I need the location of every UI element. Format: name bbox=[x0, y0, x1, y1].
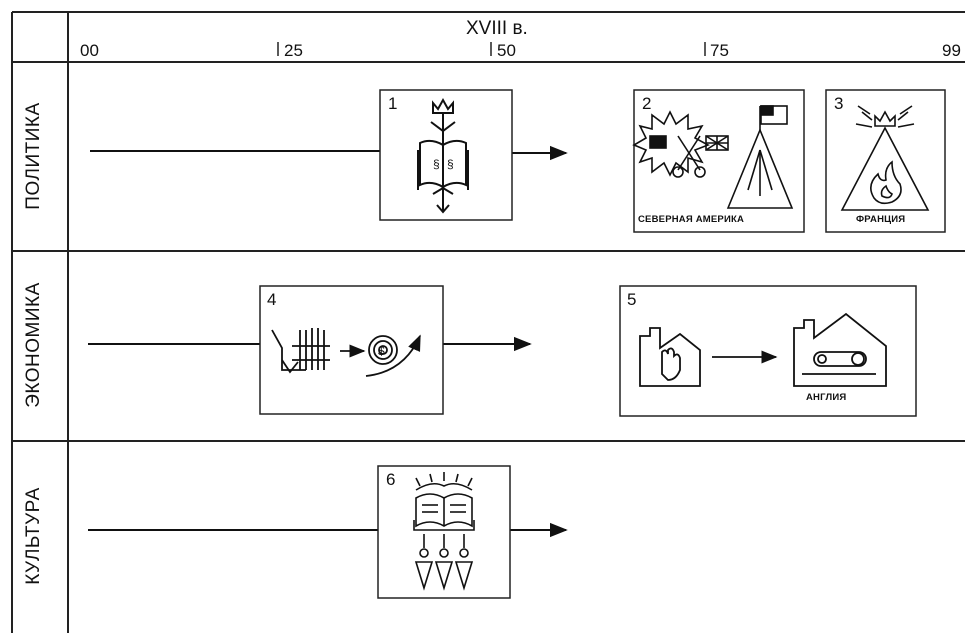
row-label-economy: ЭКОНОМИКА bbox=[23, 282, 44, 408]
box-4-number: 4 bbox=[267, 290, 277, 309]
box-6 bbox=[377, 465, 511, 599]
box-3-caption: ФРАНЦИЯ bbox=[856, 214, 906, 225]
box-6-number: 6 bbox=[386, 470, 396, 489]
timeline-arrows bbox=[88, 145, 568, 538]
box-4 bbox=[259, 285, 444, 415]
manual-workshop-to-factory-icon bbox=[639, 312, 887, 387]
grid-lines bbox=[11, 11, 965, 633]
row-label-politics: ПОЛИТИКА bbox=[23, 102, 44, 210]
tick-label-99: 99 bbox=[942, 41, 961, 60]
box-5-caption: АНГЛИЯ bbox=[806, 392, 847, 403]
crown-over-book-icon: § § bbox=[417, 97, 469, 214]
burning-crown-revolution-icon bbox=[840, 105, 930, 211]
plow-to-spiral-growth-icon: $ bbox=[271, 328, 421, 377]
tick-label-75: 75 bbox=[710, 41, 729, 60]
open-book-enlightenment-icon bbox=[413, 472, 475, 591]
box-1-number: 1 bbox=[388, 94, 398, 113]
tick-label-00: 00 bbox=[80, 41, 99, 60]
century-label: XVIII в. bbox=[466, 18, 528, 39]
svg-text:$: $ bbox=[378, 344, 385, 358]
box-3-number: 3 bbox=[834, 94, 844, 113]
war-and-flag-mountain-icon bbox=[632, 105, 794, 209]
box-2-number: 2 bbox=[642, 94, 652, 113]
event-boxes bbox=[259, 89, 946, 599]
box-2-caption: СЕВЕРНАЯ АМЕРИКА bbox=[638, 214, 745, 225]
tick-label-25: 25 bbox=[284, 41, 303, 60]
row-label-culture: КУЛЬТУРА bbox=[23, 487, 44, 585]
box-5-number: 5 bbox=[627, 290, 637, 309]
tick-label-50: 50 bbox=[497, 41, 516, 60]
svg-text:§: § bbox=[447, 157, 454, 171]
svg-text:§: § bbox=[433, 157, 440, 171]
